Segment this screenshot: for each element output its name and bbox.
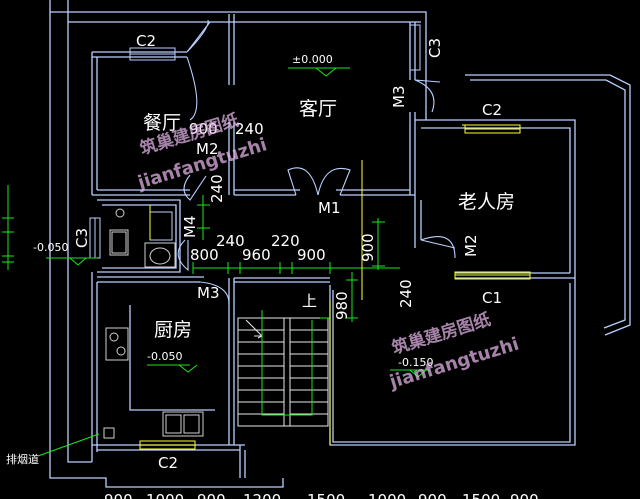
dim-240-vert: 240 (208, 174, 226, 203)
tag-m1: M1 (318, 199, 341, 217)
room-kitchen: 厨房 (154, 319, 192, 341)
tag-m3-kitchen: M3 (197, 284, 220, 302)
room-dining: 餐厅 (143, 112, 181, 134)
tag-c3-top: C3 (426, 38, 444, 58)
dim-240-mid: 240 (216, 232, 245, 250)
dim-960: 960 (242, 246, 271, 264)
tag-c2-right: C2 (482, 101, 502, 119)
dim-240-low: 240 (397, 279, 415, 308)
bottom-dim: 1000 (368, 491, 406, 499)
dimension-lines (2, 67, 430, 457)
stair-guide (261, 310, 313, 416)
chimney-label: 排烟道 (6, 452, 39, 466)
tag-c2-bottom: C2 (158, 454, 178, 472)
dim-800: 800 (190, 246, 219, 264)
dimension-text: 900 240 240 240 800 960 220 900 900 980 … (189, 120, 415, 320)
dim-900: 900 (189, 120, 218, 138)
room-living: 客厅 (299, 98, 337, 120)
level-kitchen: -0.050 (147, 350, 182, 363)
level-garage: -0.150 (398, 356, 433, 369)
room-labels: 餐厅 客厅 老人房 厨房 (143, 98, 515, 341)
doors (177, 19, 456, 306)
bottom-dim: 900 (510, 491, 539, 499)
watermark-right: 筑巢建房图纸 jianfangtuzhi (386, 309, 521, 393)
bottom-dim: 900 (104, 491, 133, 499)
bottom-dim: 1200 (243, 491, 281, 499)
bottom-dimension-row: 900 1000 900 1200 1500 1000 900 1500 900 (104, 491, 539, 499)
dim-240-top: 240 (235, 120, 264, 138)
tag-m4: M4 (181, 216, 199, 239)
bottom-dim: 900 (197, 491, 226, 499)
fixtures (103, 208, 204, 439)
dim-220: 220 (271, 232, 300, 250)
tag-c3-left: C3 (73, 228, 91, 248)
walls (49, 0, 631, 488)
bottom-dim: 1000 (146, 491, 184, 499)
component-tags: C2 C3 C2 C3 C1 C2 M2 M3 M1 M4 M2 M3 上 (73, 32, 502, 472)
dim-980: 980 (333, 291, 351, 320)
dim-900-vert: 900 (359, 233, 377, 262)
axis-lines (149, 124, 520, 445)
level-marks: ±0.000 -0.050 -0.050 -0.150 (33, 53, 433, 369)
bottom-dim: 1500 (307, 491, 345, 499)
tag-m3-living: M3 (390, 86, 408, 109)
bottom-dim: 1500 (462, 491, 500, 499)
tag-m2-elder: M2 (462, 235, 480, 258)
tag-m2-dining: M2 (196, 140, 219, 158)
tag-c2-top: C2 (136, 32, 156, 50)
stair-up-sign: 上 (302, 292, 317, 310)
stair (237, 317, 329, 427)
room-elder: 老人房 (458, 191, 515, 213)
level-living: ±0.000 (292, 53, 333, 66)
bottom-dim: 900 (418, 491, 447, 499)
tag-c1: C1 (482, 289, 502, 307)
dim-900-mid: 900 (297, 246, 326, 264)
level-west: -0.050 (33, 241, 68, 254)
